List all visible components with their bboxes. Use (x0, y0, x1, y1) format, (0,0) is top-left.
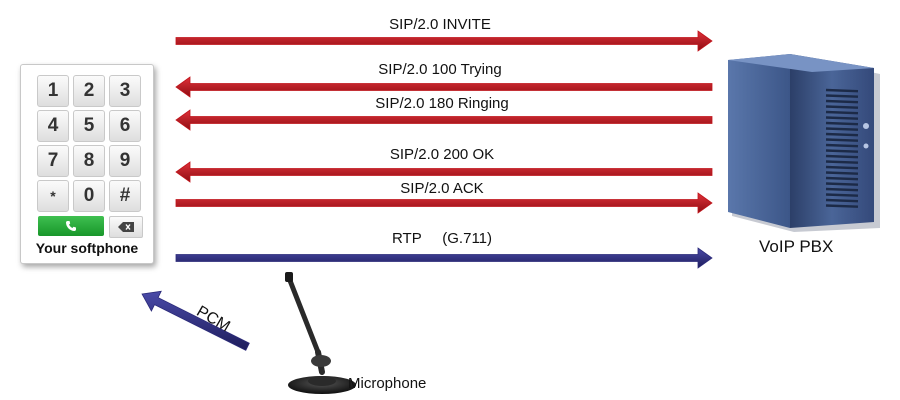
server-vent (825, 105, 859, 109)
microphone-caption: Microphone (348, 375, 427, 392)
server-vent (825, 187, 859, 192)
pcm-arrow-shape (141, 290, 250, 351)
pcm-arrow (141, 290, 250, 351)
message-arrow-2 (175, 76, 713, 98)
server-vent (825, 110, 859, 115)
message-label-invite: SIP/2.0 INVITE (389, 16, 491, 33)
server-vent (825, 154, 859, 159)
key-4[interactable]: 4 (37, 110, 69, 142)
key-3[interactable]: 3 (109, 75, 141, 107)
message-arrow-3 (175, 109, 713, 131)
message-label-ack: SIP/2.0 ACK (400, 180, 484, 197)
server-vents (825, 88, 859, 208)
key-1[interactable]: 1 (37, 75, 69, 107)
server-vent (825, 132, 859, 137)
server-vent (825, 138, 859, 142)
delete-button[interactable] (109, 216, 143, 238)
server-vent (825, 182, 859, 186)
server-vent (825, 149, 859, 153)
server-vent (825, 160, 859, 164)
microphone-icon (285, 272, 356, 394)
message-label-trying: SIP/2.0 100 Trying (378, 61, 502, 78)
phone-icon (66, 221, 76, 231)
server-vent (825, 198, 859, 203)
softphone: 1 2 3 4 5 6 7 8 9 * 0 # Your softphone (20, 64, 154, 264)
message-arrow-6 (175, 247, 713, 269)
key-0[interactable]: 0 (73, 180, 105, 212)
server-vent (825, 204, 859, 208)
message-label-rtp: RTP (G.711) (391, 230, 493, 247)
server-vent (825, 127, 859, 131)
server-vent (825, 193, 859, 197)
message-arrow-1 (175, 30, 713, 52)
key-6[interactable]: 6 (109, 110, 141, 142)
message-arrow-5 (175, 192, 713, 214)
message-arrow-4 (175, 161, 713, 183)
key-9[interactable]: 9 (109, 145, 141, 177)
server-vent (825, 121, 859, 126)
message-label-ok: SIP/2.0 200 OK (389, 146, 495, 163)
server-vent (825, 116, 859, 120)
keypad: 1 2 3 4 5 6 7 8 9 * 0 # (37, 75, 141, 212)
server-vent (825, 171, 859, 175)
key-hash[interactable]: # (109, 180, 141, 212)
server-caption: VoIP PBX (759, 237, 834, 256)
call-button[interactable] (38, 216, 104, 236)
server-vent (825, 94, 859, 98)
server-vent (825, 88, 859, 93)
message-label-ringing: SIP/2.0 180 Ringing (375, 95, 509, 112)
server-vent (825, 143, 859, 148)
key-7[interactable]: 7 (37, 145, 69, 177)
server-vent (825, 176, 859, 181)
key-star[interactable]: * (37, 180, 69, 212)
server-vent (825, 99, 859, 104)
backspace-icon (118, 222, 134, 232)
key-5[interactable]: 5 (73, 110, 105, 142)
key-2[interactable]: 2 (73, 75, 105, 107)
softphone-caption: Your softphone (35, 240, 139, 256)
key-8[interactable]: 8 (73, 145, 105, 177)
server-icon (728, 54, 880, 232)
server-vent (825, 165, 859, 170)
message-arrows (175, 30, 713, 269)
